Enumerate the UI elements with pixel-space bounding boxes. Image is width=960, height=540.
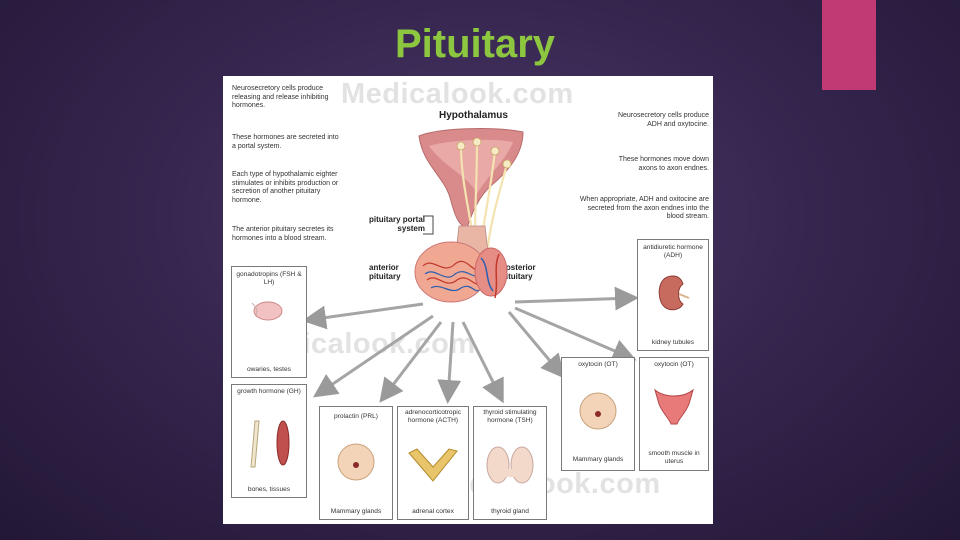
prolactin-box: prolactin (PRL) Mammary glands	[319, 406, 393, 520]
gonadotropins-title: gonadotropins (FSH & LH)	[236, 271, 302, 286]
adh-target: kidney tubules	[651, 339, 695, 346]
pituitary-figure: Medicalook.com Medicalook.com Medicalook…	[223, 76, 713, 524]
right-note-2: These hormones move down axons to axon e…	[618, 156, 709, 172]
breast-icon	[579, 392, 617, 430]
tsh-title: thyroid stimulating hormone (TSH)	[483, 409, 537, 424]
right-note-3: When appropriate, ADH and oxitocine are …	[579, 196, 709, 221]
gonadotropins-box: gonadotropins (FSH & LH) owaries, testes	[231, 266, 307, 378]
growth-hormone-title: growth hormone (GH)	[237, 388, 301, 395]
oxytocin-uterus-title: oxytocin (OT)	[654, 361, 694, 368]
posterior-pituitary-label: posterior pituitary	[501, 263, 536, 281]
oxytocin-uterus-box: oxytocin (OT) smooth muscle in uterus	[639, 357, 709, 471]
growth-hormone-box: growth hormone (GH) bones, tissues	[231, 384, 307, 498]
ovary-icon	[251, 301, 283, 321]
prolactin-target: Mammary glands	[330, 508, 382, 515]
accent-bar	[822, 0, 876, 90]
oxytocin-glands-target: Mammary glands	[572, 456, 624, 463]
left-note-2: These hormones are secreted into a porta…	[232, 134, 339, 150]
right-note-1: Neurosecretory cells produce ADH and oxy…	[617, 112, 709, 128]
acth-box: adrenocorticotropic hormone (ACTH) adren…	[397, 406, 469, 520]
tsh-target: thyroid gland	[491, 508, 529, 515]
left-note-3: Each type of hypothalamic eighter stimul…	[232, 171, 339, 204]
pituitary-diagram	[302, 128, 639, 404]
acth-target: adrenal cortex	[412, 508, 454, 515]
kidney-icon	[658, 275, 690, 311]
gonadotropins-target: owaries, testes	[247, 366, 291, 373]
oxytocin-glands-box: oxytocin (OT) Mammary glands	[561, 357, 635, 471]
oxytocin-uterus-target: smooth muscle in uterus	[648, 450, 700, 465]
adh-box: antidiuretic hormone (ADH) kidney tubule…	[637, 239, 709, 351]
slide-title: Pituitary	[394, 22, 556, 66]
adh-title: antidiuretic hormone (ADH)	[643, 244, 703, 259]
tsh-box: thyroid stimulating hormone (TSH) thyroi…	[473, 406, 547, 520]
anterior-pituitary-label: anterior pituitary	[369, 263, 401, 281]
bone-muscle-icon	[250, 420, 290, 468]
prolactin-title: prolactin (PRL)	[334, 413, 378, 420]
portal-system-label: pituitary portal system	[368, 215, 425, 233]
acth-title: adrenocorticotropic hormone (ACTH)	[404, 409, 462, 424]
left-note-1: Neurosecretory cells produce releasing a…	[232, 85, 329, 110]
thyroid-icon	[486, 446, 534, 484]
hypothalamus-heading: Hypothalamus	[439, 110, 508, 121]
oxytocin-glands-title: oxytocin (OT)	[578, 361, 618, 368]
adrenal-icon	[408, 448, 458, 482]
uterus-icon	[654, 388, 694, 425]
breast-icon	[337, 443, 375, 481]
watermark-top: Medicalook.com	[341, 78, 574, 110]
left-note-4: The anterior pituitary secretes its horm…	[232, 226, 334, 242]
growth-hormone-target: bones, tissues	[247, 486, 291, 493]
